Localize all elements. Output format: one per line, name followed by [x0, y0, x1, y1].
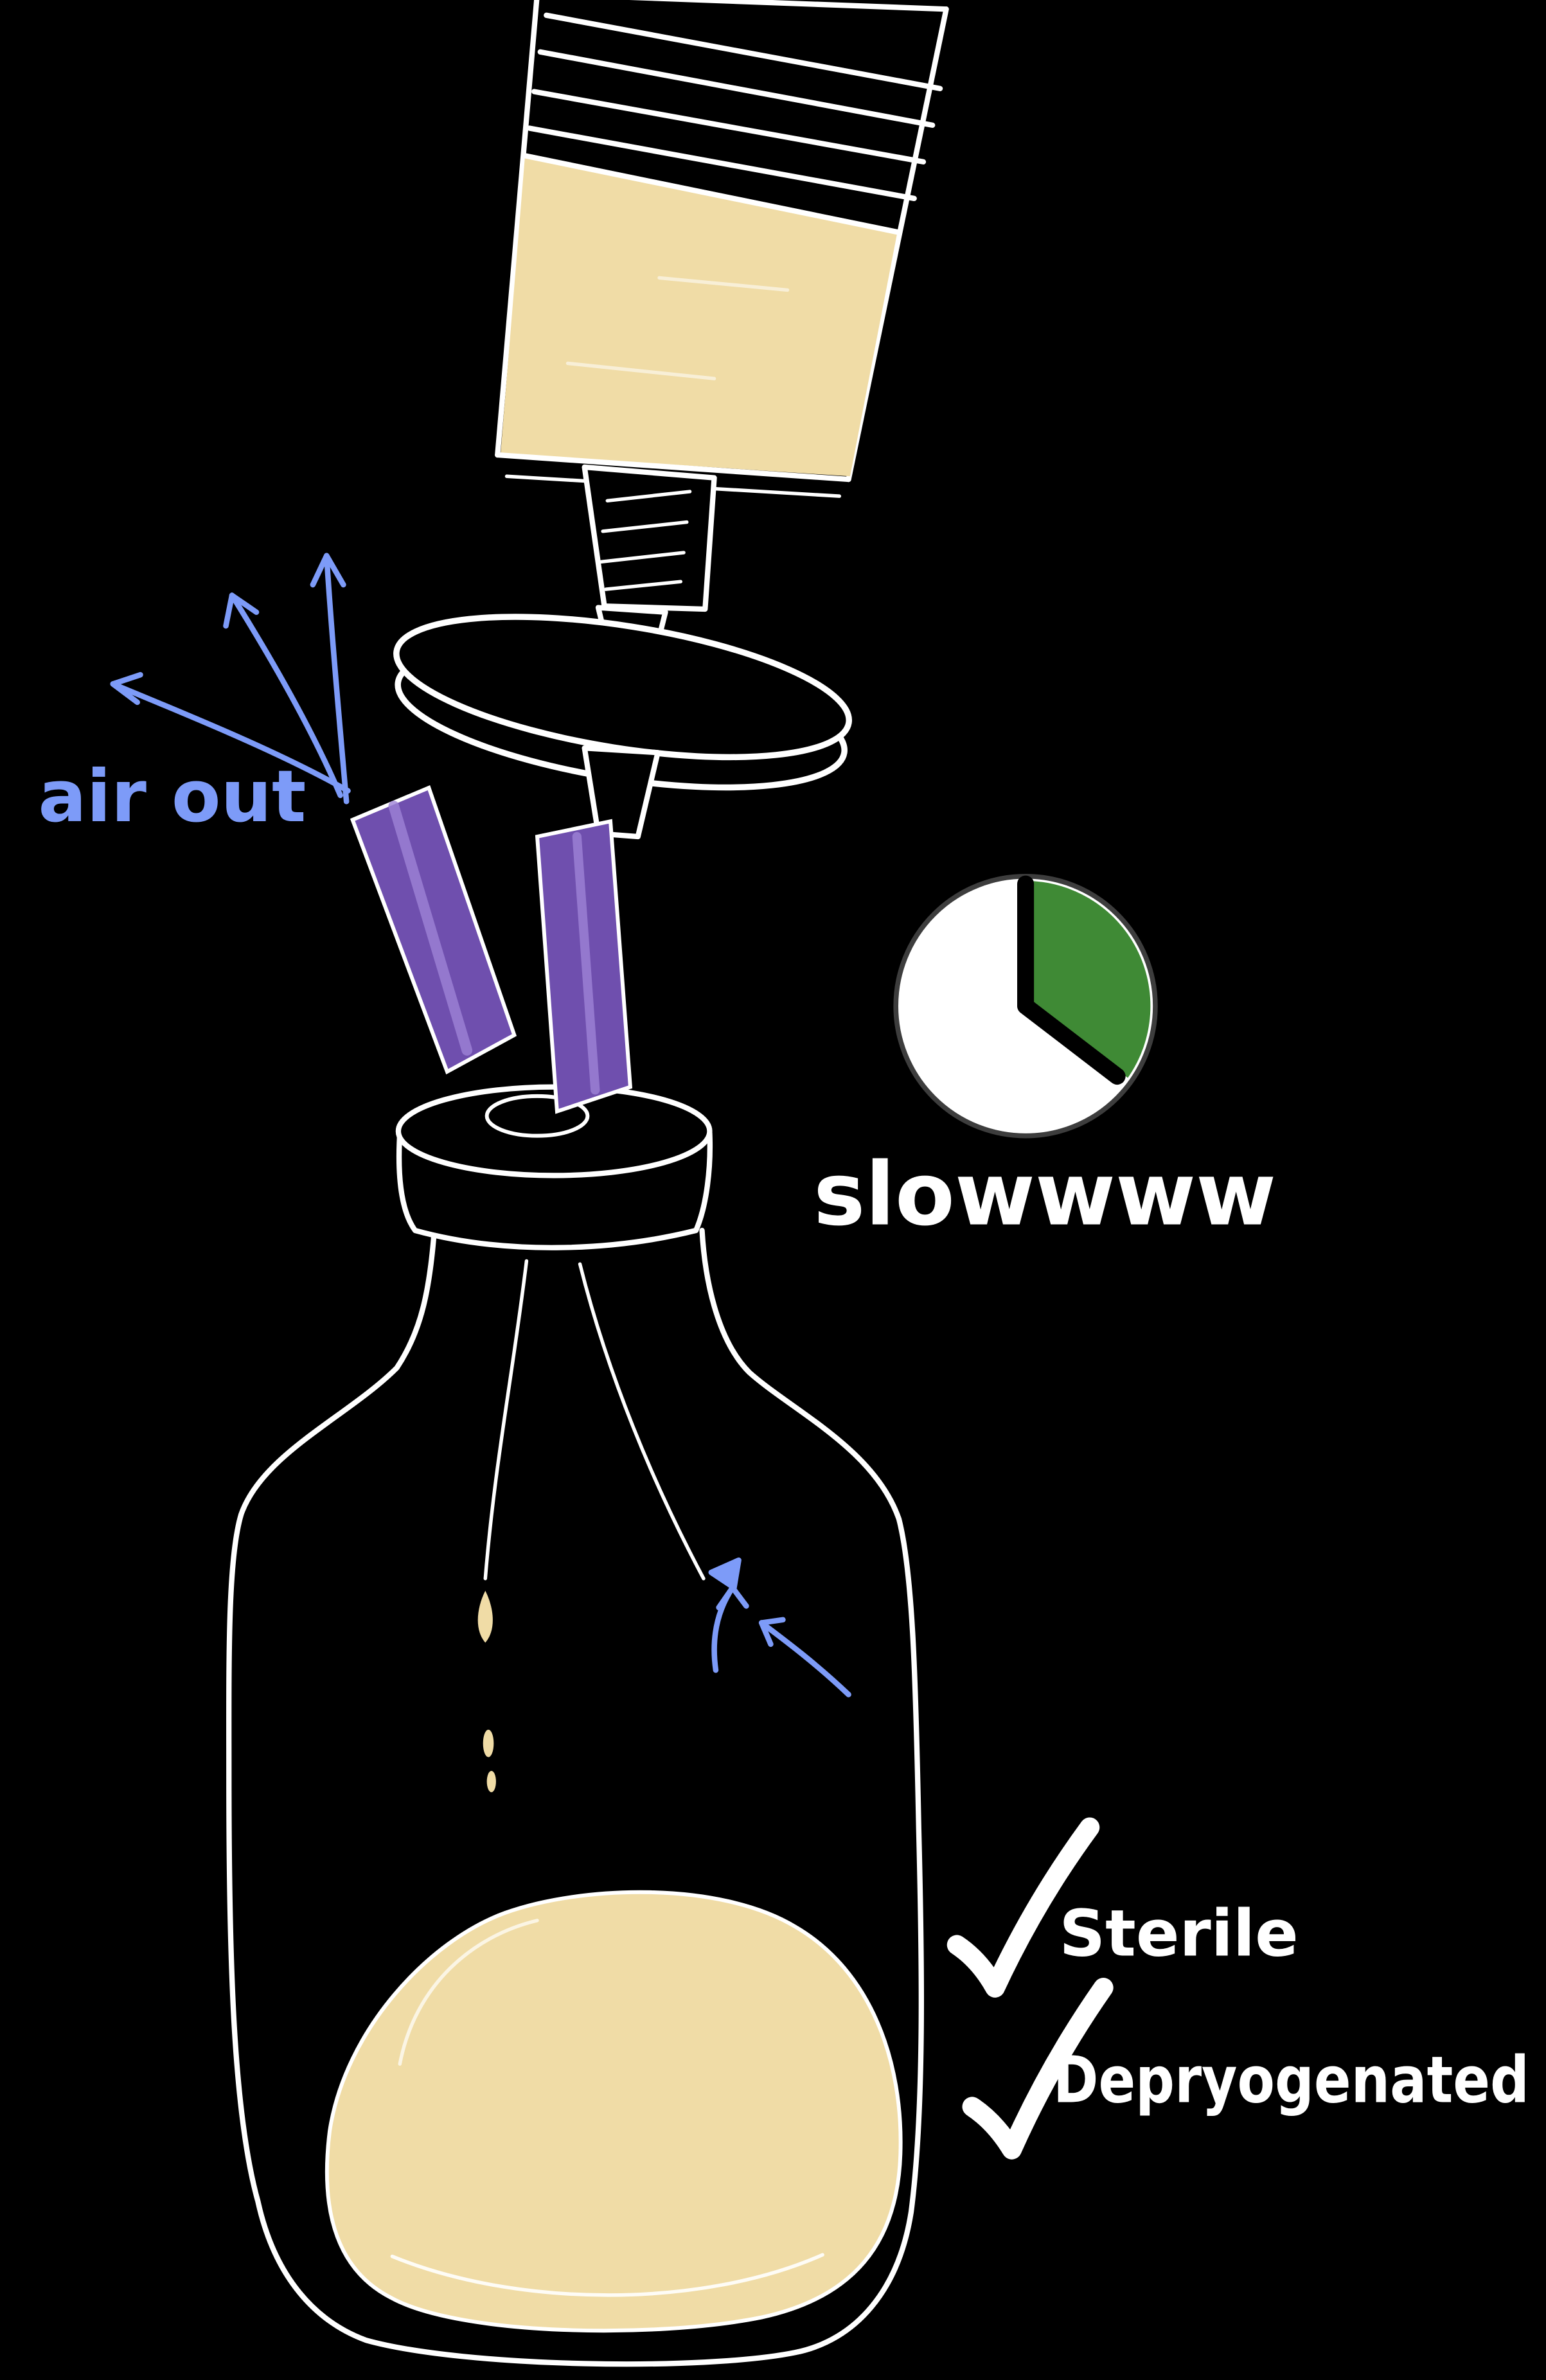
needles — [350, 785, 633, 1114]
sterile-label: Sterile — [1059, 1896, 1298, 1971]
liquid-drip — [477, 1590, 493, 1643]
bottle — [226, 1218, 925, 2367]
syringe-plunger-stripes — [527, 12, 943, 202]
bottle-stopper — [395, 1084, 713, 1250]
syringe-filter — [393, 614, 852, 840]
bottle-outline — [226, 1218, 925, 2367]
liquid-drip-small — [483, 1729, 494, 1757]
filter-outlet-stem — [582, 745, 661, 840]
vent-needle-left-highlight — [388, 801, 473, 1056]
pool-reflection-line — [390, 2253, 824, 2297]
stream-line-right — [578, 1262, 706, 1581]
syringe — [495, 0, 949, 658]
arrow-converge-icon — [708, 1557, 851, 1698]
syringe-barrel-bottom — [495, 452, 851, 483]
pool-contour-line — [398, 1919, 539, 2066]
clock-icon — [893, 873, 1158, 1139]
checkmark-icon — [946, 1817, 1100, 1998]
syringe-tip — [582, 464, 717, 612]
air-out-label: air out — [38, 755, 306, 839]
arrow-up-icon — [110, 553, 351, 804]
liquid-reflection-line — [657, 276, 790, 292]
liquid-drip-small — [486, 1771, 496, 1793]
checkmark-icon — [962, 1977, 1114, 2160]
clock-hands — [1017, 875, 1126, 1085]
syringe-barrel-left-edge — [495, 0, 540, 458]
air-out-annotation: air out — [38, 553, 351, 839]
syringe-liquid — [501, 155, 898, 477]
syringe-liquid-surface — [522, 153, 900, 235]
slow-label: slowwww — [813, 1143, 1276, 1245]
liquid-reflection-line — [565, 361, 716, 380]
syringe-barrel-top-edge — [629, 0, 949, 12]
clock-elapsed-wedge — [1026, 880, 1151, 1078]
depyrogenated-label: Depryogenated — [1053, 2043, 1529, 2118]
checklist: Sterile Depryogenated — [946, 1817, 1529, 2160]
slow-annotation: slowwww — [813, 873, 1276, 1245]
bottle-liquid-pool — [324, 1890, 903, 2333]
stream-line-left — [483, 1259, 529, 1581]
syringe-tip-hatching — [600, 490, 692, 591]
filter-needle-right-highlight — [572, 831, 600, 1095]
